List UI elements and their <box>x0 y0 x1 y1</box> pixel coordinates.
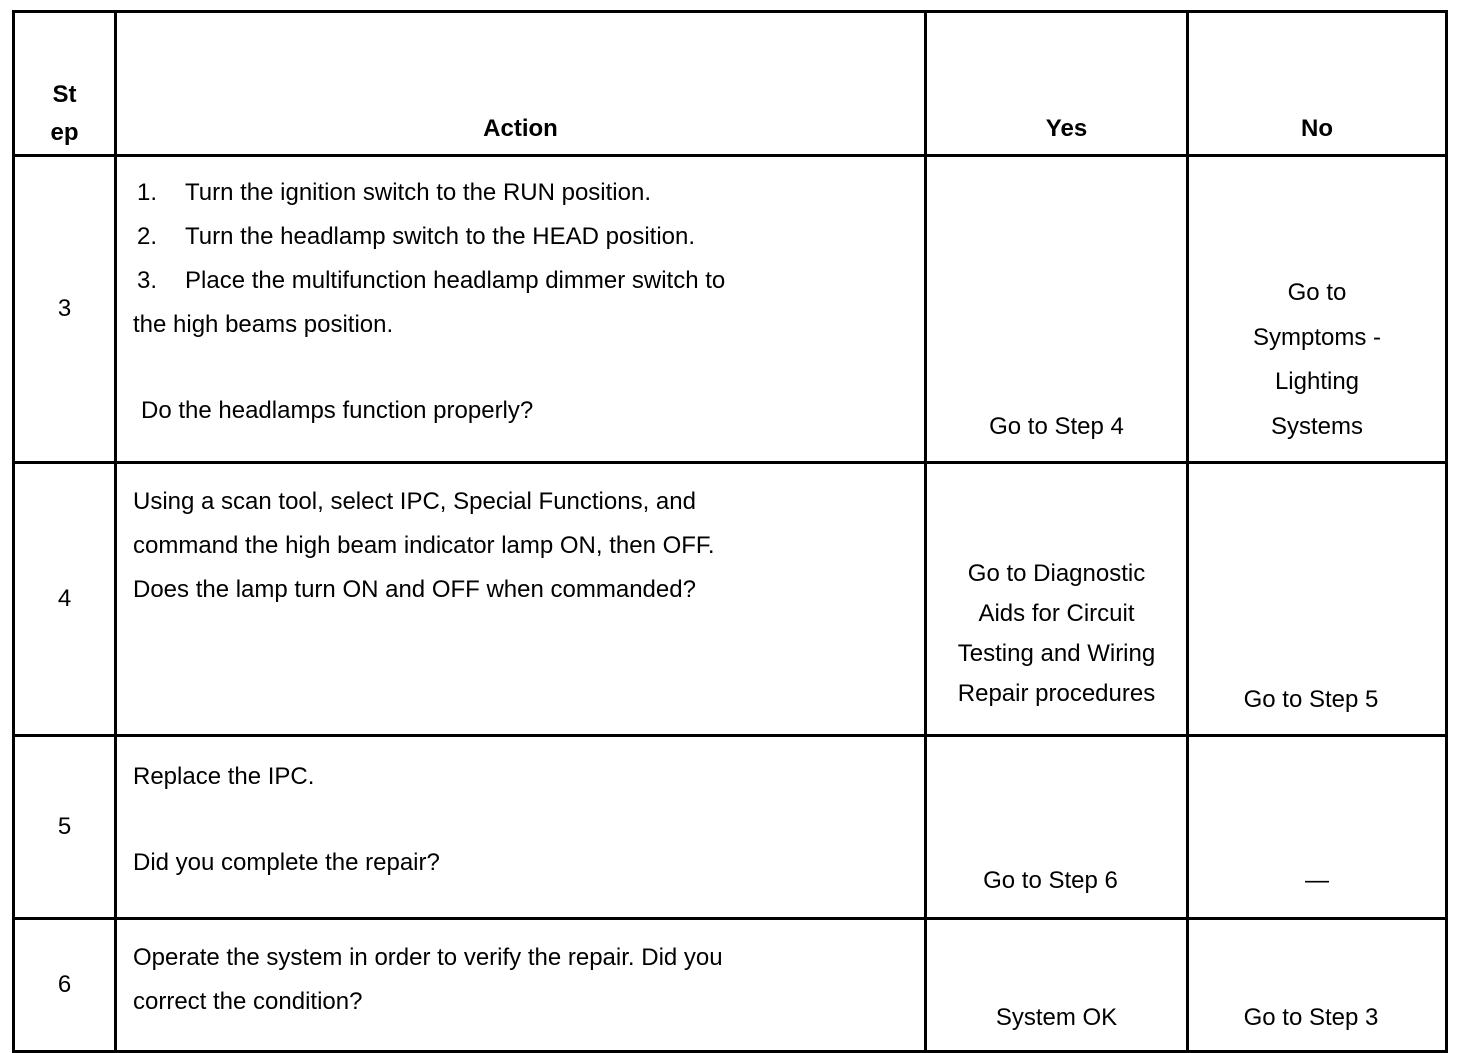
action-step-number: 1. <box>137 179 158 206</box>
yes-result-line: Aids for Circuit <box>978 600 1135 627</box>
header-step-line1: St <box>52 81 77 108</box>
action-line: Replace the IPC. <box>133 763 315 790</box>
action-cell: 1. Turn the ignition switch to the RUN po… <box>114 154 927 464</box>
table-row: 4 Using a scan tool, select IPC, Special… <box>12 461 1448 737</box>
spacer <box>133 799 914 841</box>
step-number: 6 <box>12 917 117 1053</box>
action-step-text: Place the multifunction headlamp dimmer … <box>185 267 726 294</box>
no-result: Go to Symptoms - Lighting Systems <box>1186 154 1448 464</box>
yes-result: Go to Diagnostic Aids for Circuit Testin… <box>924 461 1189 737</box>
action-step-number: 2. <box>137 223 158 250</box>
yes-result: Go to Step 6 <box>924 734 1189 920</box>
header-no: No <box>1186 10 1448 157</box>
step-number: 4 <box>12 461 117 737</box>
action-step-item: 1. Turn the ignition switch to the RUN po… <box>133 171 914 215</box>
table-row: 3 1. Turn the ignition switch to the RUN … <box>12 154 1448 464</box>
action-step-item: 3. Place the multifunction headlamp dimme… <box>133 259 914 303</box>
yes-result-line: Go to Diagnostic <box>967 560 1146 587</box>
action-step-text: Turn the headlamp switch to the HEAD pos… <box>185 223 696 250</box>
action-cell: Operate the system in order to verify th… <box>114 917 927 1053</box>
spacer <box>133 347 914 389</box>
action-line: command the high beam indicator lamp ON,… <box>133 532 715 559</box>
table-row: 5 Replace the IPC. Did you complete the … <box>12 734 1448 920</box>
header-step-line2: ep <box>50 119 79 146</box>
no-result-line: Systems <box>1270 412 1363 440</box>
yes-result: System OK <box>924 917 1189 1053</box>
action-question: correct the condition? <box>133 988 363 1015</box>
step-number: 3 <box>12 154 117 464</box>
no-result: Go to Step 5 <box>1186 461 1448 737</box>
table-row: 6 Operate the system in order to verify … <box>12 917 1448 1053</box>
no-result: Go to Step 3 <box>1186 917 1448 1053</box>
action-step-item: 2. Turn the headlamp switch to the HEAD p… <box>133 215 914 259</box>
header-yes: Yes <box>924 10 1189 157</box>
header-step: St ep <box>12 10 117 157</box>
diagnostic-table: St ep Action Yes No 3 1. Turn the ignitio… <box>12 10 1448 1053</box>
action-cell: Replace the IPC. Did you complete the re… <box>114 734 927 920</box>
yes-result-line: Testing and Wiring <box>957 640 1156 667</box>
action-continuation: the high beams position. <box>133 311 394 338</box>
action-step-list: 1. Turn the ignition switch to the RUN po… <box>133 171 914 303</box>
no-result-line: Go to <box>1287 279 1347 306</box>
action-question: Did you complete the repair? <box>133 849 440 876</box>
yes-result-line: Repair procedures <box>957 680 1156 707</box>
no-result: — <box>1186 734 1448 920</box>
action-question: Does the lamp turn ON and OFF when comma… <box>133 576 696 603</box>
action-question: Do the headlamps function properly? <box>141 397 534 424</box>
no-result-line: Symptoms - <box>1252 323 1381 351</box>
header-action: Action <box>114 10 927 157</box>
no-result-line: Lighting <box>1274 368 1360 395</box>
action-line: Operate the system in order to verify th… <box>133 944 723 971</box>
header-row: St ep Action Yes No <box>12 10 1448 157</box>
action-step-number: 3. <box>137 267 158 294</box>
action-cell: Using a scan tool, select IPC, Special F… <box>114 461 927 737</box>
step-number: 5 <box>12 734 117 920</box>
yes-result: Go to Step 4 <box>924 154 1189 464</box>
action-line: Using a scan tool, select IPC, Special F… <box>133 488 696 515</box>
action-step-text: Turn the ignition switch to the RUN posi… <box>185 179 651 206</box>
